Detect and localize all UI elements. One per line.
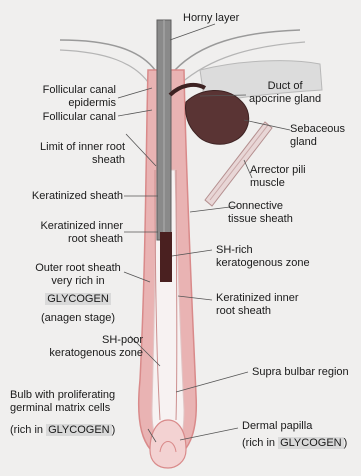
- label-sh-poor-zone: SH-poor keratogenous zone: [49, 334, 143, 360]
- label-sebaceous-gland: Sebaceous gland: [290, 123, 345, 149]
- label-keratinized-sheath: Keratinized sheath: [32, 190, 123, 203]
- label-duct-apocrine: Duct of apocrine gland: [249, 80, 321, 106]
- label-limit-inner-root-sheath: Limit of inner root sheath: [40, 141, 125, 167]
- horny-layer-curve-left: [60, 40, 155, 70]
- dermal-papilla-shape: [150, 420, 186, 468]
- sebaceous-gland-shape: [185, 90, 248, 144]
- glycogen-highlight: GLYCOGEN: [45, 293, 111, 305]
- label-bulb-rich-glycogen: (rich in GLYCOGEN): [10, 424, 115, 437]
- label-dermal-papilla: Dermal papilla: [242, 420, 312, 433]
- label-sh-rich-zone: SH-rich keratogenous zone: [216, 244, 310, 270]
- label-bulb: Bulb with proliferating germinal matrix …: [10, 389, 115, 415]
- label-follicular-canal: Follicular canal: [43, 111, 116, 124]
- label-follicular-canal-epidermis: Follicular canal epidermis: [43, 84, 116, 110]
- label-connective-tissue-sheath: Connective tissue sheath: [228, 200, 293, 226]
- label-papilla-rich-glycogen: (rich in GLYCOGEN): [242, 437, 347, 450]
- label-arrector-pili: Arrector pili muscle: [250, 164, 306, 190]
- label-outer-root-sheath: Outer root sheath very rich in GLYCOGEN …: [14, 262, 142, 325]
- sh-rich-zone: [160, 232, 172, 282]
- label-horny-layer: Horny layer: [183, 12, 239, 25]
- label-supra-bulbar-region: Supra bulbar region: [252, 366, 349, 379]
- glycogen-highlight: GLYCOGEN: [278, 437, 344, 449]
- glycogen-highlight: GLYCOGEN: [46, 424, 112, 436]
- label-keratinized-inner-root-sheath-right: Keratinized inner root sheath: [216, 292, 299, 318]
- label-keratinized-inner-root-sheath-left: Keratinized inner root sheath: [40, 220, 123, 246]
